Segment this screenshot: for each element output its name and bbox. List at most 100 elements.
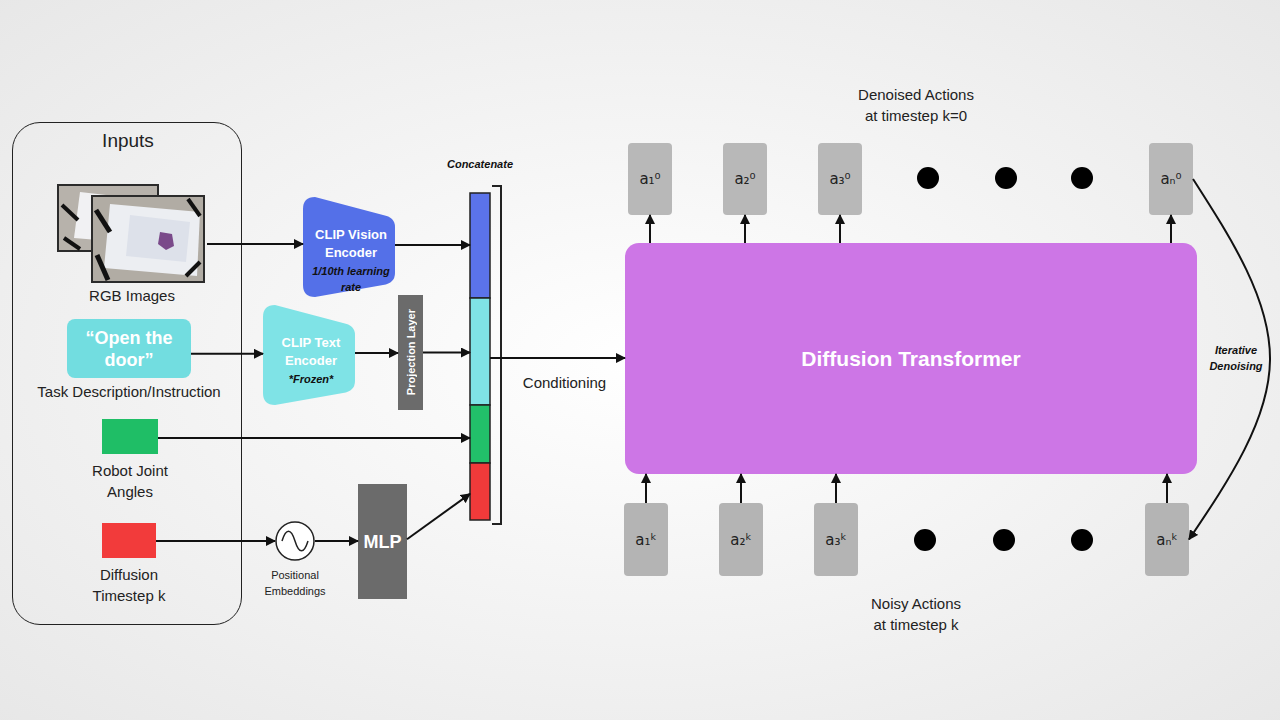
ellipsis-dot xyxy=(914,529,936,551)
photo-tape xyxy=(64,238,80,249)
photo-tape xyxy=(186,262,200,276)
node-label: a₃ᵏ xyxy=(825,531,847,549)
connector-label: Conditioning xyxy=(510,372,620,393)
mlp-block: MLP xyxy=(358,484,407,599)
encoder-outline xyxy=(303,197,395,297)
connector-arrow xyxy=(744,215,746,243)
connector-arrow xyxy=(207,243,303,245)
label-holder: aₙ⁰ xyxy=(1149,143,1193,215)
connector-arrow xyxy=(649,215,651,243)
ellipsis-dot xyxy=(995,167,1017,189)
node-label: Inputs xyxy=(13,129,243,153)
ellipsis-dot xyxy=(917,167,939,189)
photo-tape xyxy=(62,205,78,220)
vector-segment xyxy=(470,463,490,520)
label-holder: a₁ᵏ xyxy=(624,503,668,576)
node-label: a₁⁰ xyxy=(639,170,660,188)
connector-arrow xyxy=(645,474,647,503)
photo-tape xyxy=(188,199,200,216)
joint-angle-input: Robot Joint Angles xyxy=(102,419,158,454)
node-label: “Open the door” xyxy=(67,327,191,371)
node-label: Robot Joint Angles xyxy=(80,460,180,502)
connector-arrow xyxy=(835,474,837,503)
label-holder: a₂⁰ xyxy=(723,143,767,215)
action-token: a₁⁰ xyxy=(628,143,672,215)
action-token: aₙᵏ xyxy=(1145,503,1189,576)
action-token: a₃ᵏ xyxy=(814,503,858,576)
vector-segment xyxy=(470,405,490,463)
label-holder: “Open the door” xyxy=(67,319,191,378)
node-label: Diffusion Transformer xyxy=(801,346,1020,372)
caption-label: Denoised Actions at timestep k=0 xyxy=(852,84,980,126)
embedding-symbol xyxy=(275,521,315,561)
connector-arrow xyxy=(740,474,742,503)
label-holder: MLP xyxy=(358,484,407,599)
ellipsis-dot xyxy=(1071,529,1093,551)
concatenated-vector: Concatenate xyxy=(470,193,490,520)
node-label: MLP xyxy=(364,531,402,553)
connector-arrow xyxy=(355,352,398,354)
connector-arrow xyxy=(1170,215,1172,243)
photo-paper xyxy=(104,204,200,276)
node-label: aₙ⁰ xyxy=(1160,170,1181,188)
node-label: aₙᵏ xyxy=(1156,531,1178,549)
input-group: InputsRGB ImagesTask Description/Instruc… xyxy=(12,122,242,625)
projection-layer: Projection Layer xyxy=(398,295,423,410)
label-holder: a₂ᵏ xyxy=(719,503,763,576)
embedding-circle xyxy=(276,522,314,560)
label-holder: aₙᵏ xyxy=(1145,503,1189,576)
connector-arrow xyxy=(1189,179,1270,540)
photo-illustration xyxy=(58,185,204,282)
node-label: CLIP Vision Encoder xyxy=(311,226,391,262)
label-holder: a₁⁰ xyxy=(628,143,672,215)
action-token: a₃⁰ xyxy=(818,143,862,215)
positional-embedding: Positional Embeddings xyxy=(275,521,315,561)
node-label: 1/10th learning rate xyxy=(311,263,391,295)
node-label: a₁ᵏ xyxy=(635,531,657,549)
node-label: Task Description/Instruction xyxy=(17,381,241,402)
node-label: *Frozen* xyxy=(271,371,351,387)
bracket xyxy=(492,186,501,524)
node-label: RGB Images xyxy=(57,285,207,306)
connector-arrow xyxy=(407,494,470,539)
connector-arrow xyxy=(839,215,841,243)
photo-object xyxy=(158,232,174,250)
ellipsis-dot xyxy=(1071,167,1093,189)
label-holder: a₃ᵏ xyxy=(814,503,858,576)
label-holder: Diffusion Transformer xyxy=(625,243,1197,474)
node-label: a₂ᵏ xyxy=(730,531,752,549)
instruction-box: Task Description/Instruction“Open the do… xyxy=(67,319,191,378)
action-token: a₂ᵏ xyxy=(719,503,763,576)
action-token: a₂⁰ xyxy=(723,143,767,215)
timestep-input: Diffusion Timestep k xyxy=(102,523,156,558)
node-label: CLIP Text Encoder xyxy=(271,334,351,370)
encoder-outline xyxy=(263,305,355,405)
node-label: a₃⁰ xyxy=(829,170,850,188)
text-encoder: CLIP Text Encoder*Frozen* xyxy=(263,305,355,405)
node-label: Positional Embeddings xyxy=(245,567,345,599)
vector-segment xyxy=(470,193,490,298)
connector-label: Iterative Denoising xyxy=(1206,342,1266,374)
photo-shading xyxy=(126,215,190,262)
connector-arrow xyxy=(191,353,263,355)
caption-label: Noisy Actions at timestep k xyxy=(864,593,968,635)
node-label: Concatenate xyxy=(430,156,530,172)
node-label: Projection Layer xyxy=(405,309,417,395)
connector-arrow xyxy=(423,352,470,354)
photo-frame xyxy=(92,196,204,282)
label-holder: Projection Layer xyxy=(398,295,423,410)
vision-encoder: CLIP Vision Encoder1/10th learning rate xyxy=(303,197,395,297)
connector-arrow xyxy=(156,540,275,542)
node-label: Diffusion Timestep k xyxy=(79,564,179,606)
connector-arrow xyxy=(395,244,470,246)
photo-tape xyxy=(97,255,108,280)
sine-wave xyxy=(282,531,308,551)
action-token: aₙ⁰ xyxy=(1149,143,1193,215)
action-token: a₁ᵏ xyxy=(624,503,668,576)
ellipsis-dot xyxy=(993,529,1015,551)
connector-arrow xyxy=(158,437,470,439)
